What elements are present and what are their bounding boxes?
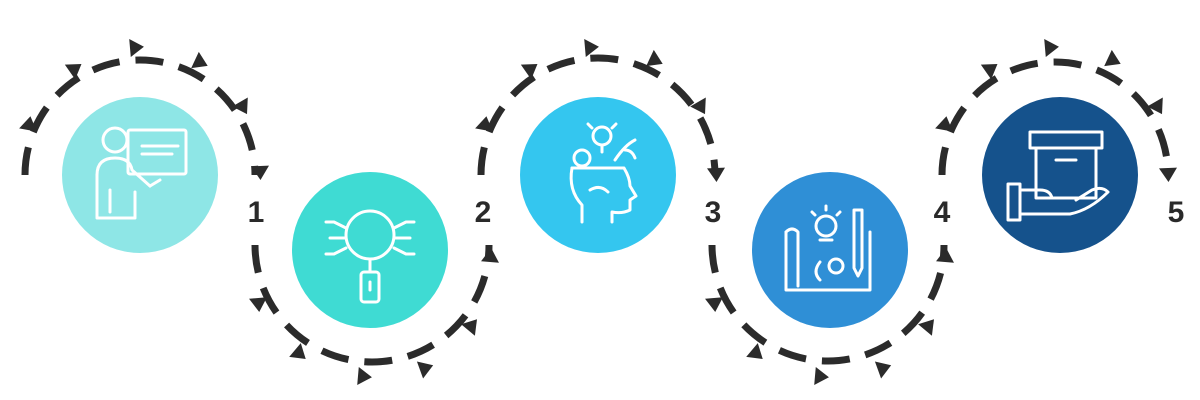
blueprint-lightbulb-pencil-icon <box>784 204 872 292</box>
step-4-circle <box>752 172 908 328</box>
step-number-5: 5 <box>1168 196 1185 229</box>
step-number-3: 3 <box>705 196 722 229</box>
hand-holding-box-icon <box>1006 130 1110 222</box>
arrowheads <box>19 39 1177 385</box>
arrow-path-4 <box>708 244 948 365</box>
arrow-path-1 <box>21 56 259 176</box>
step-number-4: 4 <box>934 196 951 229</box>
head-ideas-gears-icon <box>569 122 638 224</box>
step-number-1: 1 <box>248 196 265 229</box>
arrow-path-3 <box>477 54 719 176</box>
step-3-circle <box>520 97 676 253</box>
step-5-circle <box>982 97 1138 253</box>
magnifying-glass-circuit-icon <box>324 209 416 304</box>
arrow-path-2 <box>251 244 493 366</box>
step-2-circle <box>292 172 448 328</box>
teacher-presentation-icon <box>95 126 188 220</box>
arrow-path-5 <box>938 58 1172 176</box>
step-number-2: 2 <box>475 196 492 229</box>
